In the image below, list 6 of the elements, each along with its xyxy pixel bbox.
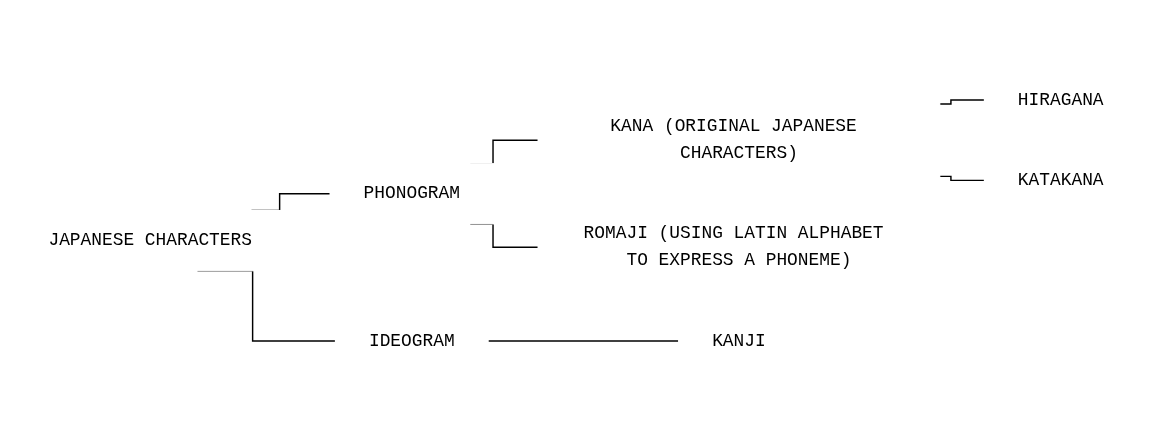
node-text: KATAKANA	[1017, 170, 1104, 191]
node-text: KANA (ORIGINAL JAPANESE CHARACTERS)	[610, 117, 857, 165]
node-text: ROMAJI (USING LATIN ALPHABET TO EXPRESS A PHONEME)	[583, 224, 884, 272]
node-text: KANJI	[712, 331, 766, 352]
node-text: HIRAGANA	[1017, 90, 1104, 111]
node-text: IDEOGRAM	[368, 331, 455, 352]
